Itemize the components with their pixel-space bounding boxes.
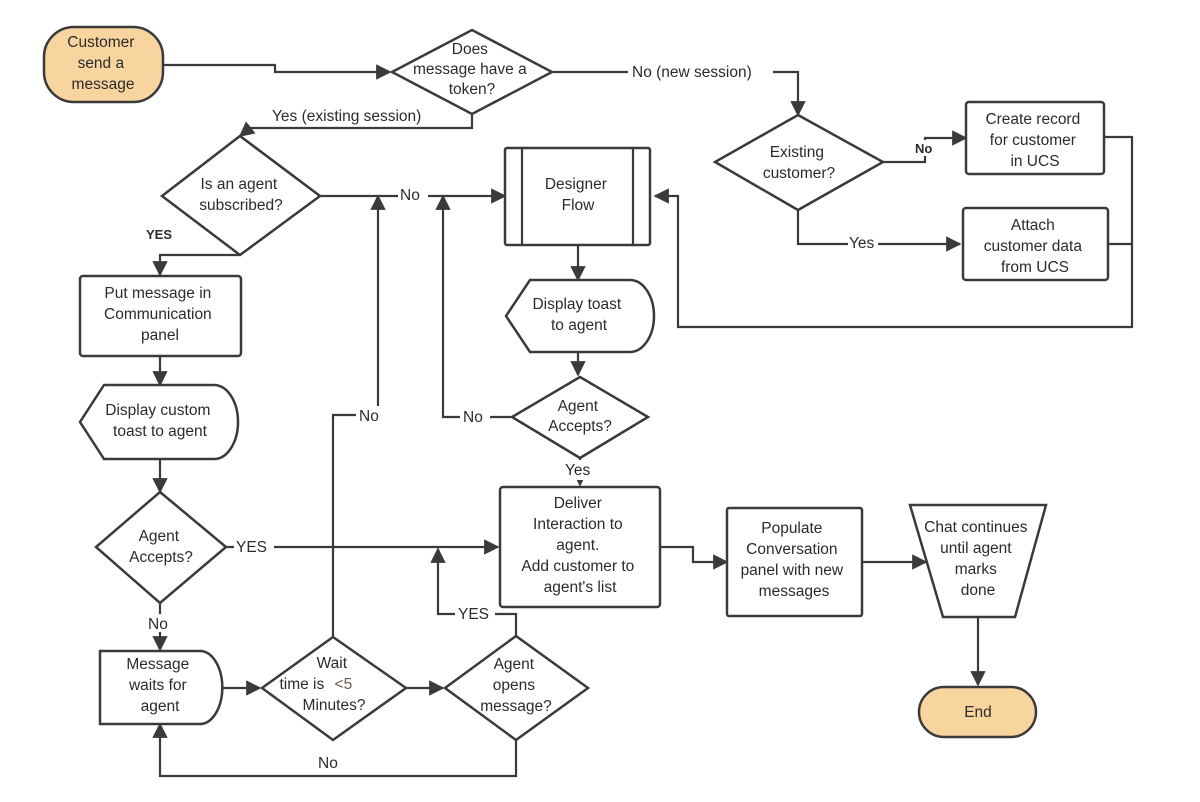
label-yes-attach: Yes <box>849 235 875 252</box>
chat-continues-text: Chat continues until agent marks done <box>924 519 1032 599</box>
agent-accepts-right-text: Agent Accepts? <box>548 398 612 435</box>
label-yes-opens: YES <box>458 606 489 623</box>
display-custom-toast-text: Display custom toast to agent <box>105 402 214 440</box>
edge-existing-yes <box>796 210 962 252</box>
agent-opens-text: Agent opens message? <box>480 656 552 715</box>
label-no-accepts-left: No <box>148 616 168 633</box>
put-message-text: Put message in Communication panel <box>104 285 216 344</box>
deliver-interaction-box <box>498 485 662 609</box>
has-token-decision <box>389 28 555 116</box>
agent-accepts-right-decision <box>509 375 651 460</box>
message-waits-text: Message waits for agent <box>126 656 193 715</box>
populate-panel-box <box>725 506 864 618</box>
agent-opens-decision <box>442 634 591 742</box>
edge-ucs-merge <box>653 135 1134 329</box>
label-yes-existing-session: Yes (existing session) <box>272 108 421 125</box>
edge-labels: No (new session) Yes (existing session) … <box>144 62 936 772</box>
attach-data-text: Attach customer data from UCS <box>984 217 1087 276</box>
designer-flow-text: Designer Flow <box>545 176 611 214</box>
agent-accepts-left-text: Agent Accepts? <box>129 528 193 566</box>
edge-deliver-to-populate <box>660 545 729 570</box>
label-no-accepts-right: No <box>463 409 483 426</box>
label-yes-subscribed: YES <box>146 227 172 242</box>
customer-send-text: Customer send a message <box>67 34 139 93</box>
end-text: End <box>964 704 992 721</box>
edge-opens-no <box>152 722 518 778</box>
agent-accepts-left-decision <box>94 490 228 605</box>
put-message-box <box>78 274 243 358</box>
attach-data-box <box>961 206 1110 282</box>
message-waits-shape <box>98 649 224 726</box>
agent-subscribed-text: Is an agent subscribed? <box>199 176 283 214</box>
create-record-box <box>964 100 1106 176</box>
agent-subscribed-decision <box>159 134 323 257</box>
populate-panel-text: Populate Conversation panel with new mes… <box>741 520 848 600</box>
wait-time-decision <box>259 635 409 742</box>
display-custom-toast-shape <box>78 383 240 461</box>
label-no-subscribed: No <box>400 187 420 204</box>
create-record-text: Create record for customer in UCS <box>985 111 1084 170</box>
edge-wait-time-no <box>331 194 386 640</box>
node-texts: Customer send a message Does message hav… <box>67 34 1087 721</box>
existing-customer-decision <box>712 113 886 212</box>
label-no-wait-up: No <box>359 408 379 425</box>
label-yes-accepts-left: YES <box>236 539 267 556</box>
customer-send-terminal <box>42 25 165 104</box>
chat-continues-shape <box>908 503 1048 619</box>
wait-time-text: Wait time is <5 Minutes? <box>279 655 365 714</box>
existing-customer-text: Existing customer? <box>763 144 836 182</box>
label-no-new-session: No (new session) <box>632 64 752 81</box>
shapes <box>42 25 1110 742</box>
end-terminal <box>917 685 1038 739</box>
has-token-text: Does message have a token? <box>413 41 531 98</box>
label-no-opens: No <box>318 755 338 772</box>
edge-subscribed-yes <box>152 253 240 277</box>
edge-customer-to-token <box>163 63 392 80</box>
deliver-interaction-text: Deliver Interaction to agent. Add custom… <box>521 495 638 596</box>
label-no-create: No <box>915 141 932 156</box>
edge-token-yes <box>238 112 474 137</box>
label-yes-accepts-right: Yes <box>565 462 591 479</box>
display-toast-text: Display toast to agent <box>532 296 625 334</box>
designer-flow-box <box>503 146 652 247</box>
display-toast-shape <box>504 278 656 354</box>
edge-accepts-right-no <box>435 194 512 419</box>
